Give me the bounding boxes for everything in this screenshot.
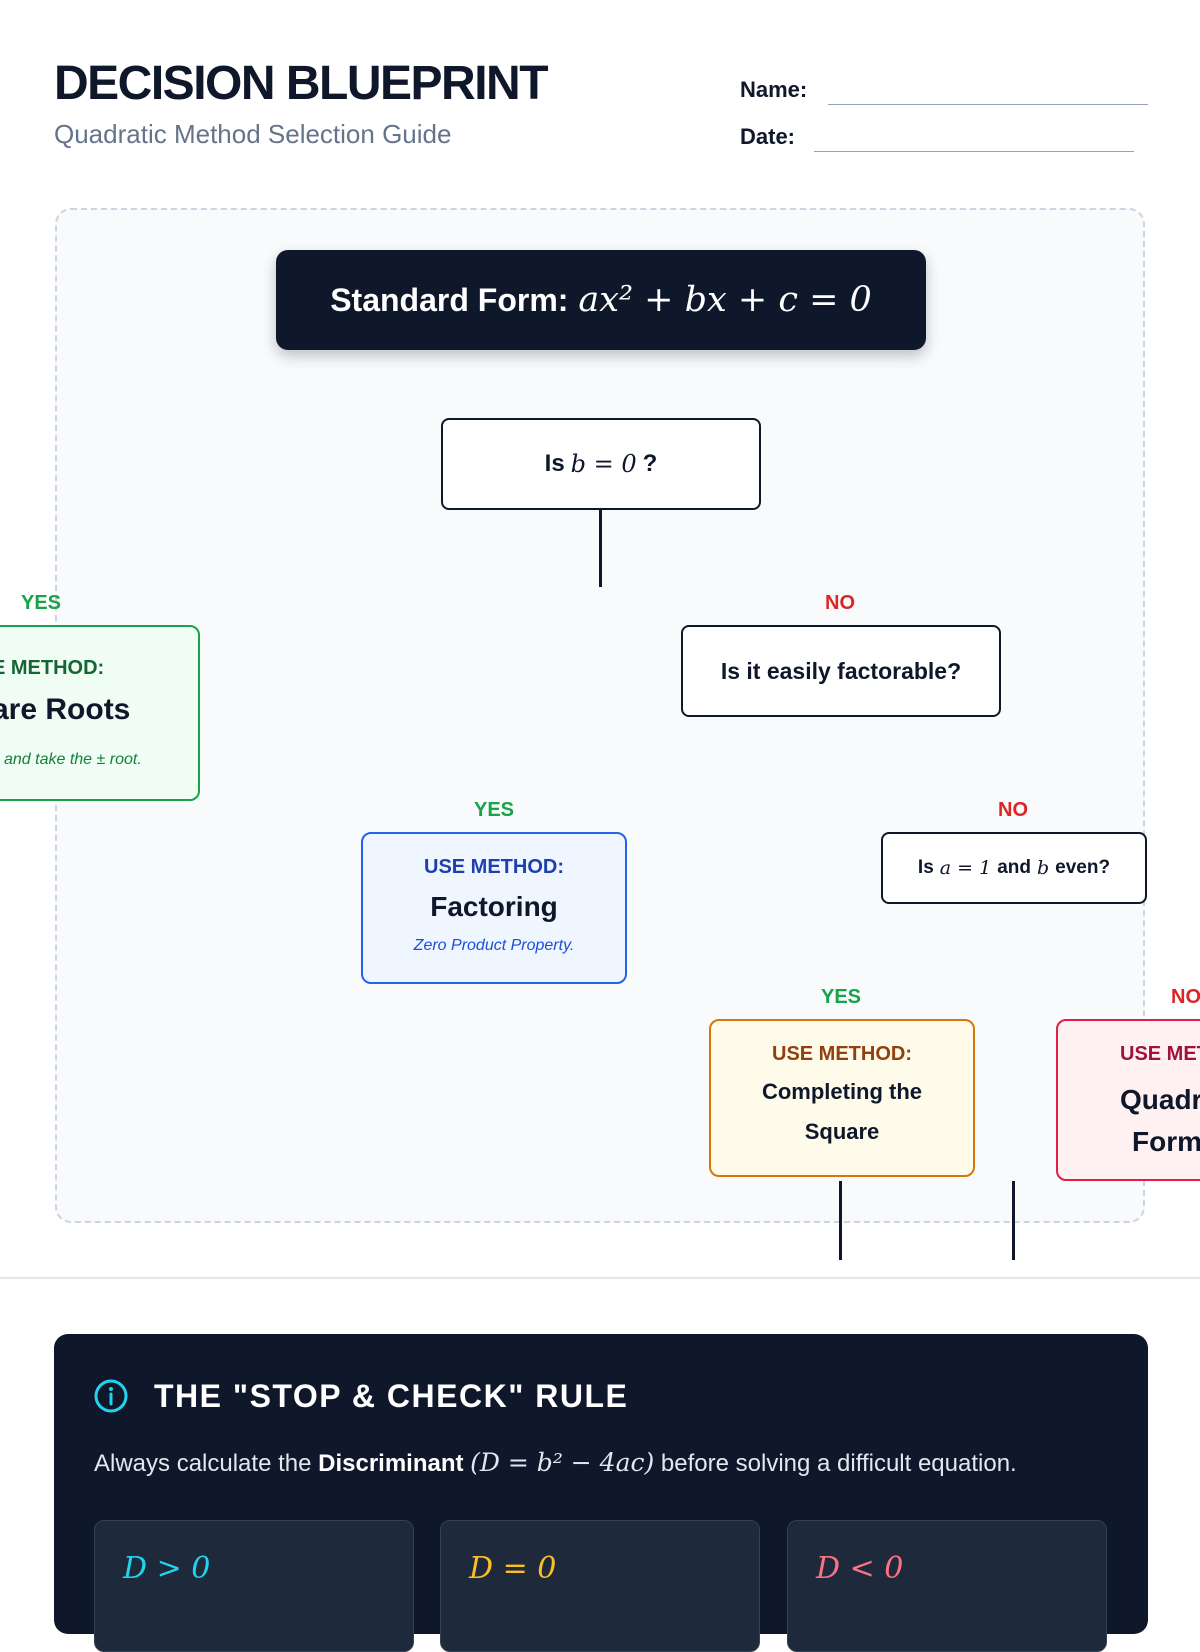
method-name: Completing the Square xyxy=(761,1079,923,1144)
branch-no-label: NO xyxy=(998,799,1028,821)
branch-yes-label: YES xyxy=(474,799,515,821)
discriminant-card-negative: D < 0 xyxy=(787,1520,1107,1652)
branch-yes-label: YES xyxy=(21,592,62,614)
branch-no-label: NO xyxy=(1171,986,1200,1008)
method-label: USE METHOD: xyxy=(424,856,564,878)
name-field[interactable] xyxy=(828,104,1148,105)
discriminant-card-positive: D > 0 xyxy=(94,1520,414,1652)
method-name: Quadr Form xyxy=(1120,1079,1200,1163)
method-factoring: USE METHOD: Factoring Zero Product Prope… xyxy=(361,832,627,984)
method-quadratic-formula: USE MET Quadr Form xyxy=(1056,1019,1200,1181)
branch-yes-label: YES xyxy=(821,986,862,1008)
question-a-one-b-even: Is a = 1 and b even? xyxy=(881,832,1147,904)
method-name: Factoring xyxy=(430,891,558,922)
q3-math-b: b xyxy=(1036,857,1050,879)
method-name-line1: Quadr xyxy=(1120,1084,1200,1115)
method-label: USE MET xyxy=(1120,1043,1200,1065)
page-title: DECISION BLUEPRINT xyxy=(54,57,549,110)
name-label: Name: xyxy=(740,77,808,102)
standard-form-box: Standard Form: ax² + bx + c = 0 xyxy=(276,250,926,350)
connector-down xyxy=(1012,1181,1015,1260)
stop-check-callout: THE "STOP & CHECK" RULE Always calculate… xyxy=(54,1334,1148,1652)
date-label: Date: xyxy=(740,124,796,149)
rule-text-bold: Discriminant xyxy=(318,1450,464,1477)
q1-suffix: ? xyxy=(642,450,658,477)
q3-suffix: even? xyxy=(1055,857,1111,878)
branch-no-label: NO xyxy=(825,592,855,614)
q2-text: Is it easily factorable? xyxy=(720,657,962,684)
method-name-line2: Form xyxy=(1132,1126,1200,1157)
page-subtitle: Quadratic Method Selection Guide xyxy=(54,119,452,149)
connector-q1-down xyxy=(599,510,602,587)
rule-title: THE "STOP & CHECK" RULE xyxy=(154,1378,629,1414)
rule-text: Always calculate the Discriminant (D = b… xyxy=(94,1448,1017,1478)
method-label: E METHOD: xyxy=(0,657,105,679)
rule-text-before: Always calculate the xyxy=(94,1450,312,1477)
discriminant-expr: D < 0 xyxy=(816,1551,904,1586)
q3-mid: and xyxy=(997,857,1031,878)
rule-text-math: (D = b² − 4ac) xyxy=(470,1448,655,1477)
standard-form-label: Standard Form: xyxy=(330,281,569,318)
method-name: are Roots xyxy=(0,693,131,726)
date-field[interactable] xyxy=(814,151,1134,152)
method-square-roots: E METHOD: are Roots and take the ± root. xyxy=(0,625,200,801)
standard-form-equation: ax² + bx + c = 0 xyxy=(578,280,872,320)
q1-prefix: Is xyxy=(544,450,565,477)
question-b-zero: Is b = 0 ? xyxy=(441,418,761,510)
method-label: USE METHOD: xyxy=(772,1043,912,1065)
question-factorable: Is it easily factorable? xyxy=(681,625,1001,717)
q3-math-a: a = 1 xyxy=(939,857,992,879)
section-divider xyxy=(0,1277,1200,1279)
connector-down xyxy=(839,1181,842,1260)
q3-prefix: Is xyxy=(917,857,934,878)
method-completing-square: USE METHOD: Completing the Square xyxy=(709,1019,975,1177)
rule-text-after: before solving a difficult equation. xyxy=(660,1450,1017,1477)
q1-math: b = 0 xyxy=(570,450,637,478)
discriminant-expr: D > 0 xyxy=(123,1551,211,1586)
method-desc: Zero Product Property. xyxy=(413,937,575,954)
discriminant-expr: D = 0 xyxy=(469,1551,557,1586)
info-icon xyxy=(94,1379,128,1413)
discriminant-card-zero: D = 0 xyxy=(440,1520,760,1652)
method-desc: and take the ± root. xyxy=(4,751,142,768)
